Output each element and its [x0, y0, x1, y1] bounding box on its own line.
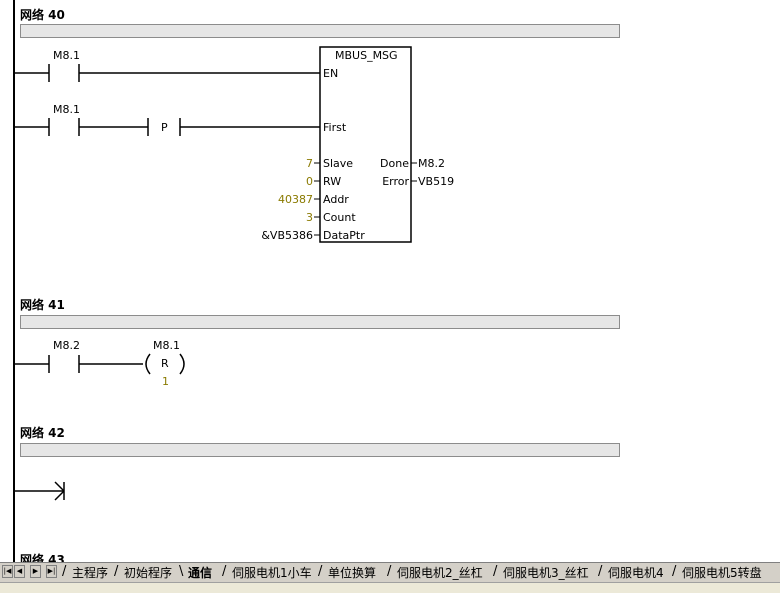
net41-rung-wiring [14, 353, 185, 375]
tab-servo5-turntable[interactable]: 伺服电机5转盘 [682, 566, 762, 580]
pin-error: Error [382, 175, 409, 188]
pin-slave: Slave [323, 157, 354, 170]
network-41-comment[interactable] [20, 315, 620, 329]
network-40-comment[interactable] [20, 24, 620, 38]
next-tab-button[interactable]: ▶ [30, 565, 41, 578]
prev-tab-button[interactable]: ◀ [14, 565, 25, 578]
network-41-title[interactable]: 网络 41 [20, 298, 65, 312]
ladder-wiring [14, 46, 417, 501]
pin-dataptr: DataPtr [323, 229, 365, 242]
reset-coil-label[interactable]: R [161, 357, 169, 370]
addr-value[interactable]: 40387 [278, 193, 313, 206]
network-42-title[interactable]: 网络 42 [20, 426, 65, 440]
net42-empty-rung [14, 481, 65, 501]
pin-rw: RW [323, 175, 342, 188]
net40-rung2-wiring [14, 118, 320, 136]
tab-separator: / [493, 564, 498, 579]
tab-servo1-cart[interactable]: 伺服电机1小车 [232, 566, 312, 580]
tab-servo4[interactable]: 伺服电机4 [608, 566, 664, 580]
first-tab-button[interactable]: |◀ [2, 565, 13, 578]
network-40-title[interactable]: 网络 40 [20, 8, 65, 22]
last-tab-button[interactable]: ▶| [46, 565, 57, 578]
mbus-msg-name[interactable]: MBUS_MSG [335, 49, 398, 62]
tab-unit-conversion[interactable]: 单位换算 [328, 566, 377, 580]
horizontal-scrollbar[interactable] [0, 582, 780, 593]
tab-separator: \ [179, 564, 184, 579]
pin-en: EN [323, 67, 339, 80]
tab-separator: / [62, 564, 67, 579]
net40-rung1-wiring [14, 64, 320, 82]
tab-main-program[interactable]: 主程序 [72, 566, 109, 580]
tab-separator: / [387, 564, 392, 579]
pin-addr: Addr [323, 193, 349, 206]
pin-count: Count [323, 211, 356, 224]
tab-communication[interactable]: 通信 [188, 566, 213, 580]
dataptr-value[interactable]: &VB5386 [261, 229, 313, 242]
error-value[interactable]: VB519 [418, 175, 455, 188]
tab-separator: / [598, 564, 603, 579]
net41-coil-address[interactable]: M8.1 [153, 339, 180, 352]
net40-contact1-address[interactable]: M8.1 [53, 49, 80, 62]
program-tab-bar: |◀ ◀ ▶ ▶| / 主程序 / 初始程序 \ 通信 / 伺服电机1小车 / … [0, 562, 780, 583]
tab-servo2-screw[interactable]: 伺服电机2_丝杠 [397, 566, 483, 580]
tab-separator: / [222, 564, 227, 579]
network-42-comment[interactable] [20, 443, 620, 457]
net40-contact2-address[interactable]: M8.1 [53, 103, 80, 116]
done-value[interactable]: M8.2 [418, 157, 445, 170]
tab-separator: / [672, 564, 677, 579]
reset-coil-count[interactable]: 1 [162, 375, 169, 388]
pin-first: First [323, 121, 347, 134]
positive-transition-label[interactable]: P [161, 121, 168, 134]
tab-separator: / [114, 564, 119, 579]
count-value[interactable]: 3 [306, 211, 313, 224]
tab-init-program[interactable]: 初始程序 [124, 566, 173, 580]
slave-value[interactable]: 7 [306, 157, 313, 170]
pin-done: Done [380, 157, 409, 170]
tab-servo3-screw[interactable]: 伺服电机3_丝杠 [503, 566, 589, 580]
net41-contact-address[interactable]: M8.2 [53, 339, 80, 352]
power-rail [13, 0, 15, 562]
rw-value[interactable]: 0 [306, 175, 313, 188]
tab-separator: / [318, 564, 323, 579]
mbus-msg-block [319, 46, 412, 243]
